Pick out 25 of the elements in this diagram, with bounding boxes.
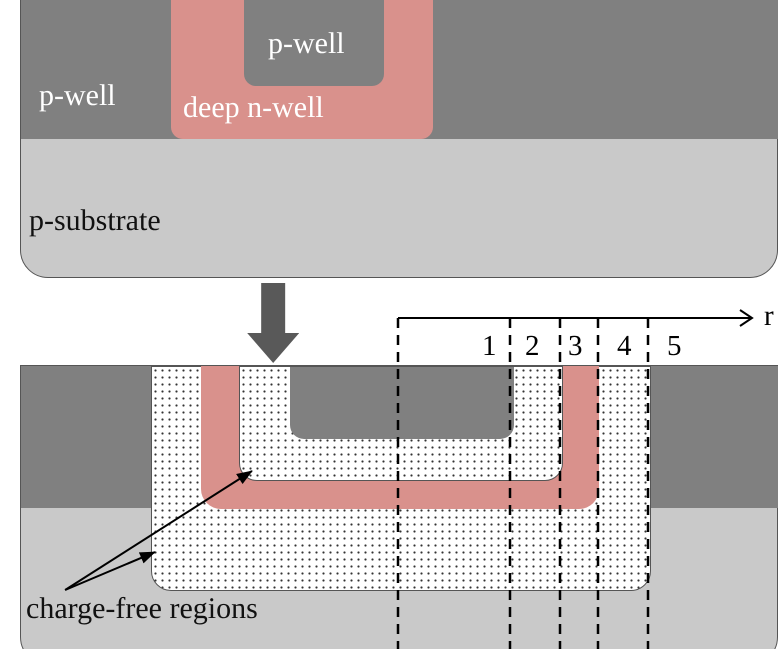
zone-number: 4 [617,330,632,362]
well-region [21,366,151,508]
axis-label: r [764,300,774,332]
zone-number: 2 [525,330,540,362]
well-region [290,367,514,439]
zone-number: 3 [568,330,582,362]
well-region [201,366,599,509]
well-region [651,366,778,508]
charge-free-region [239,366,563,481]
zone-number: 5 [667,330,682,362]
charge-free-region [151,366,651,591]
region-label: charge-free regions [26,592,258,626]
region-label: p-well [268,27,345,61]
well-region [21,0,778,139]
well-region [171,0,433,139]
region-label: deep n-well [183,91,324,125]
region-label: p-well [39,79,116,113]
region-label: p-substrate [29,204,161,238]
leader-line [64,551,156,591]
zone-number: 1 [482,330,496,362]
block-arrow [247,283,300,363]
cross-section-panel [20,365,778,649]
leader-line [64,470,253,591]
well-region [244,0,384,86]
substrate-region [20,0,778,278]
